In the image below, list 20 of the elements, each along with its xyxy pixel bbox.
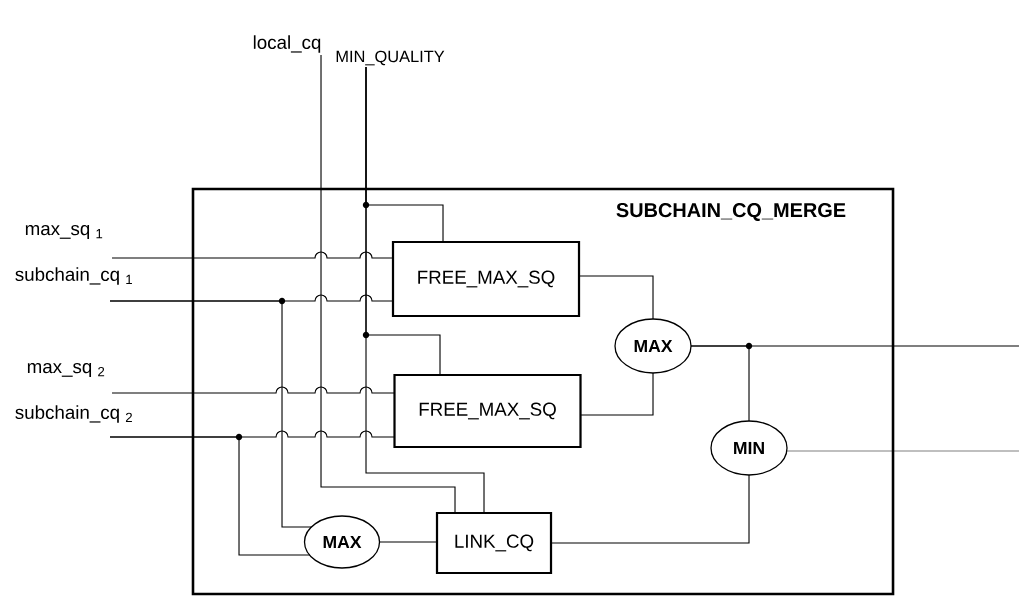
connector-line bbox=[550, 474, 750, 544]
signal-label: max_sq $_{2}$ bbox=[27, 363, 105, 377]
signal-label: max_sq $_{1}$ bbox=[25, 225, 103, 239]
connector-line bbox=[690, 345, 750, 422]
connector-line bbox=[111, 251, 394, 259]
connector-line bbox=[320, 54, 456, 514]
signal-label: subchain_cq $_{1}$ bbox=[15, 267, 132, 285]
connector-line bbox=[109, 436, 311, 556]
connector-line bbox=[578, 275, 654, 320]
process-box: FREE_MAX_SQ bbox=[391, 240, 581, 318]
connector-line bbox=[579, 372, 654, 416]
process-box: LINK_CQ bbox=[435, 511, 553, 575]
connector-line bbox=[378, 541, 438, 543]
signal-label: local_cq bbox=[253, 35, 321, 53]
connector-line bbox=[365, 66, 485, 514]
process-box: FREE_MAX_SQ bbox=[393, 373, 582, 449]
connector-line bbox=[111, 386, 396, 394]
signal-label: MIN_QUALITY bbox=[336, 50, 445, 66]
signal-label: subchain_cq $_{2}$ bbox=[15, 405, 132, 423]
connector-line bbox=[109, 300, 313, 528]
